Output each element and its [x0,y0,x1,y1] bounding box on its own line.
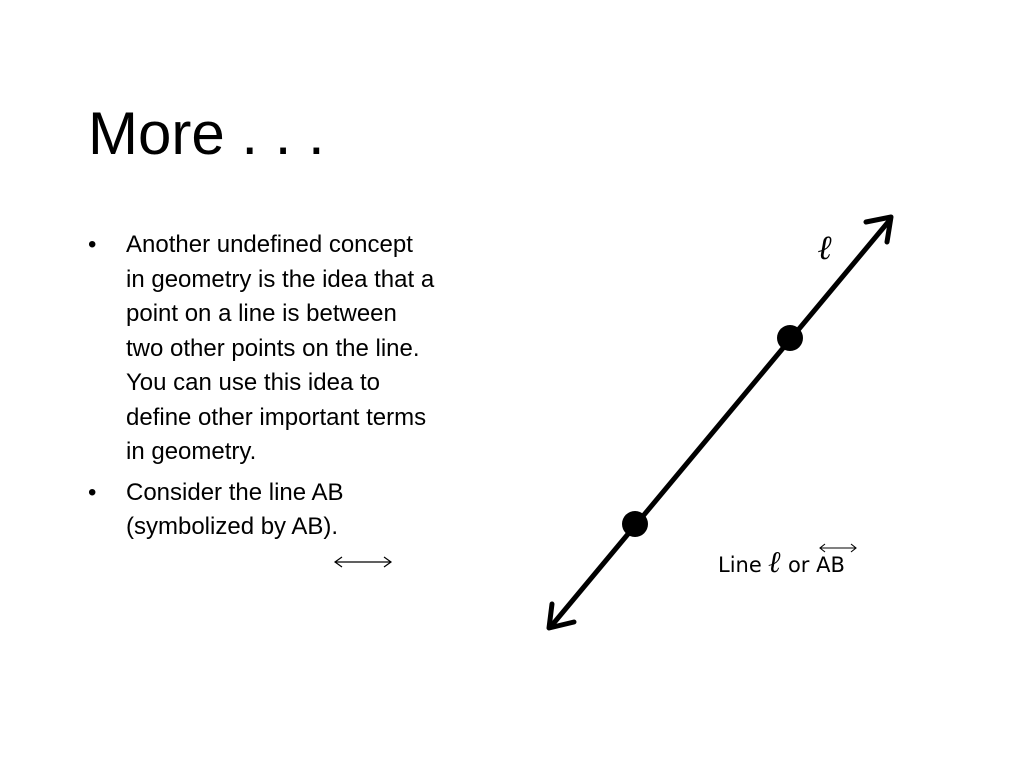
double-arrow-icon [819,543,858,553]
bullet-marker: • [88,231,97,258]
caption-symbol: ℓ [768,545,782,580]
bullet-line: point on a line is between [126,300,397,327]
bullet-item: • Consider the line AB (symbolized by AB… [88,476,508,545]
diagram-caption: Line ℓ or AB [718,543,858,583]
caption-or: or [781,553,817,577]
bullet-item: • Another undefined concept in geometry … [88,228,508,470]
bullet-line: Consider the line AB [126,478,344,506]
arrowhead-top-icon [863,214,894,245]
line-label: ℓ [818,228,833,268]
bullet-line: (symbolized by AB). [126,513,339,540]
bullet-line: in geometry is the idea that a [126,265,435,293]
bullet-line: define other important terms [126,403,427,431]
bullet-marker: • [88,478,97,506]
bullet-line: Another undefined concept [126,231,413,258]
caption-ab: AB [816,543,858,583]
point-b [777,325,803,351]
arrowhead-bottom-icon [546,601,577,631]
bullet-line: two other points on the line. [126,334,420,362]
bullet-line: in geometry. [126,438,257,465]
bullet-line: You can use this idea to [126,369,380,396]
bullet-list: • Another undefined concept in geometry … [88,228,508,551]
double-arrow-icon [333,556,393,568]
slide-title: More . . . [88,100,325,167]
point-a [622,511,648,537]
caption-ab-text: AB [816,553,845,577]
caption-prefix: Line [718,553,769,577]
line-ab [550,218,892,627]
